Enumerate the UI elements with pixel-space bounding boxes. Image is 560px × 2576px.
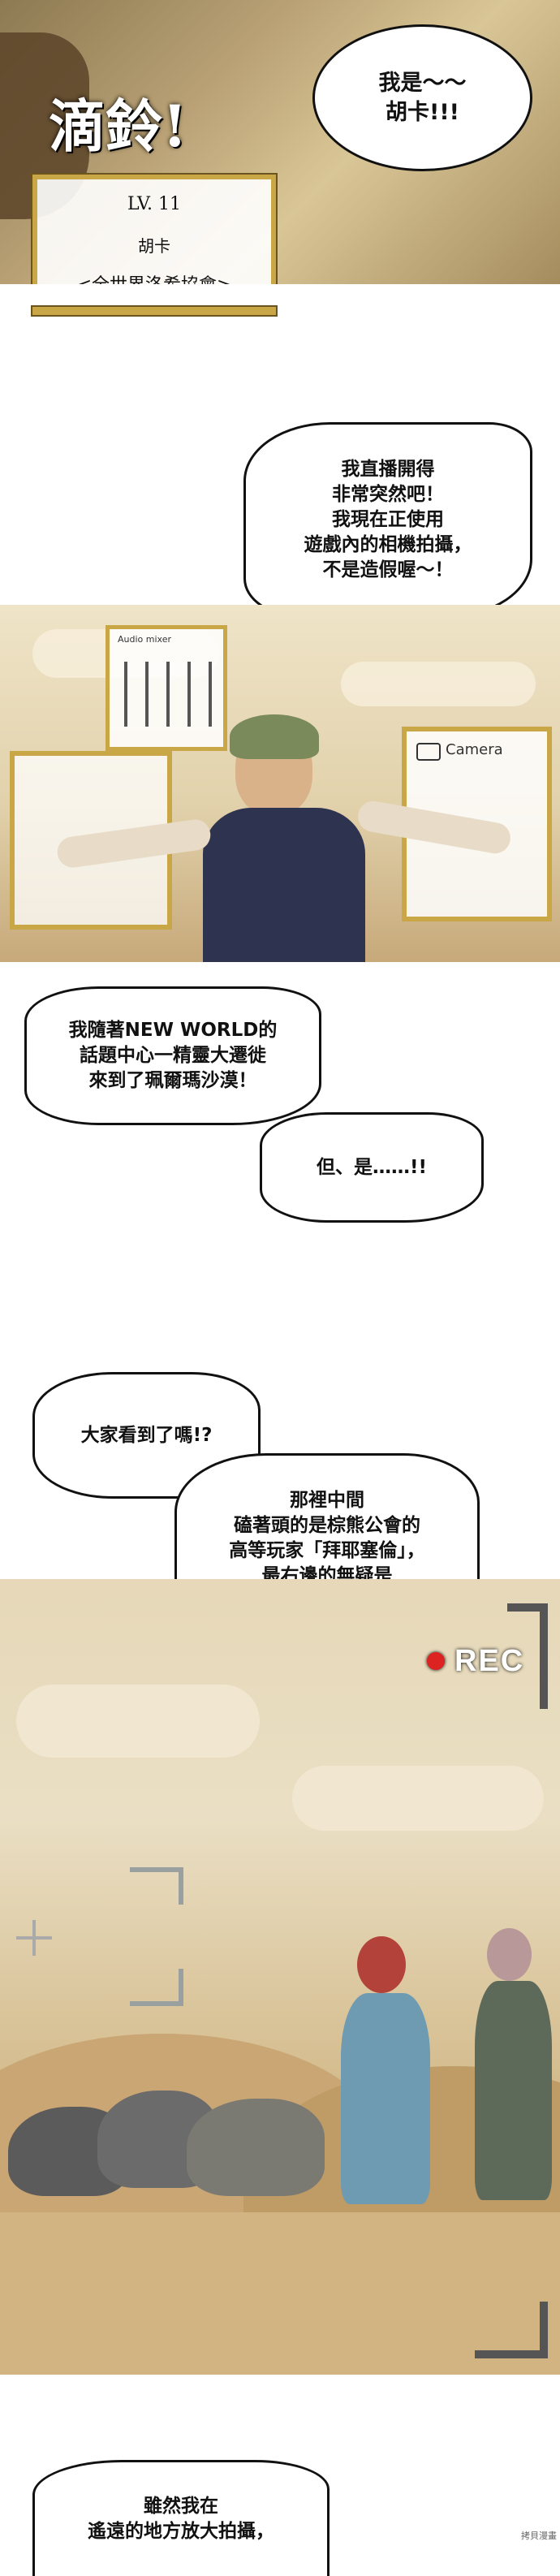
- panel-streamer: Audio mixer Camera: [0, 605, 560, 962]
- grey-haired-man: [487, 1928, 532, 1981]
- panel-desert-recording: REC: [0, 1579, 560, 2375]
- status-level: LV. 11: [127, 194, 182, 214]
- status-window-bottom-frame: [32, 307, 276, 315]
- cloud: [292, 1766, 544, 1831]
- speech-bubble-migration: 我隨著NEW WORLD的 話題中心一精靈大遷徙 來到了珮爾瑪沙漠！: [24, 986, 321, 1125]
- status-window: LV. 11 胡卡 <全世界洛希協會>: [32, 175, 276, 284]
- status-guild: <全世界洛希協會>: [37, 270, 271, 284]
- red-haired-elf: [357, 1936, 406, 1993]
- ding-sound-effect: 滴鈴!: [49, 93, 187, 160]
- viewfinder-corner-bottom-right: [475, 2302, 548, 2358]
- red-haired-elf-body: [341, 1993, 430, 2204]
- audio-mixer-window: Audio mixer: [106, 625, 227, 751]
- audio-fader[interactable]: [166, 662, 170, 727]
- audio-fader[interactable]: [187, 662, 191, 727]
- panel-intro: 滴鈴! LV. 11 胡卡 <全世界洛希協會> 我是～～ 胡卡!!!: [0, 0, 560, 284]
- watermark: 拷貝漫畫: [521, 2531, 557, 2541]
- speech-bubble-zoom: 雖然我在 遙遠的地方放大拍攝，: [32, 2460, 330, 2576]
- cloud: [341, 662, 536, 706]
- kneeling-knight: [187, 2099, 325, 2196]
- streamer-hair: [230, 714, 319, 759]
- audio-fader[interactable]: [124, 662, 127, 727]
- viewfinder-focus-bracket-top: [130, 1867, 183, 1905]
- grey-haired-man-body: [475, 1981, 552, 2200]
- speech-bubble-but: 但、是……!!: [260, 1112, 484, 1223]
- speech-bubble-camera-note: 我直播開得 非常突然吧！ 我現在正使用 遊戲內的相機拍攝， 不是造假喔～！: [243, 422, 532, 618]
- audio-fader[interactable]: [145, 662, 149, 727]
- speech-bubble-intro: 我是～～ 胡卡!!!: [312, 24, 532, 171]
- crosshair-icon: [16, 1920, 52, 1956]
- camera-icon: [416, 743, 441, 761]
- cloud: [16, 1685, 260, 1758]
- rec-dot: [427, 1652, 445, 1670]
- camera-label: Camera: [446, 741, 503, 758]
- viewfinder-focus-bracket-bottom: [130, 1969, 183, 2006]
- streamer-body: [203, 808, 365, 962]
- status-name: 胡卡: [138, 236, 170, 256]
- viewfinder-corner-top-right: [507, 1603, 548, 1709]
- audio-fader[interactable]: [209, 662, 212, 727]
- sand-floor: [0, 2212, 560, 2375]
- rec-indicator: REC: [454, 1644, 525, 1678]
- audio-mixer-label: Audio mixer: [118, 634, 171, 645]
